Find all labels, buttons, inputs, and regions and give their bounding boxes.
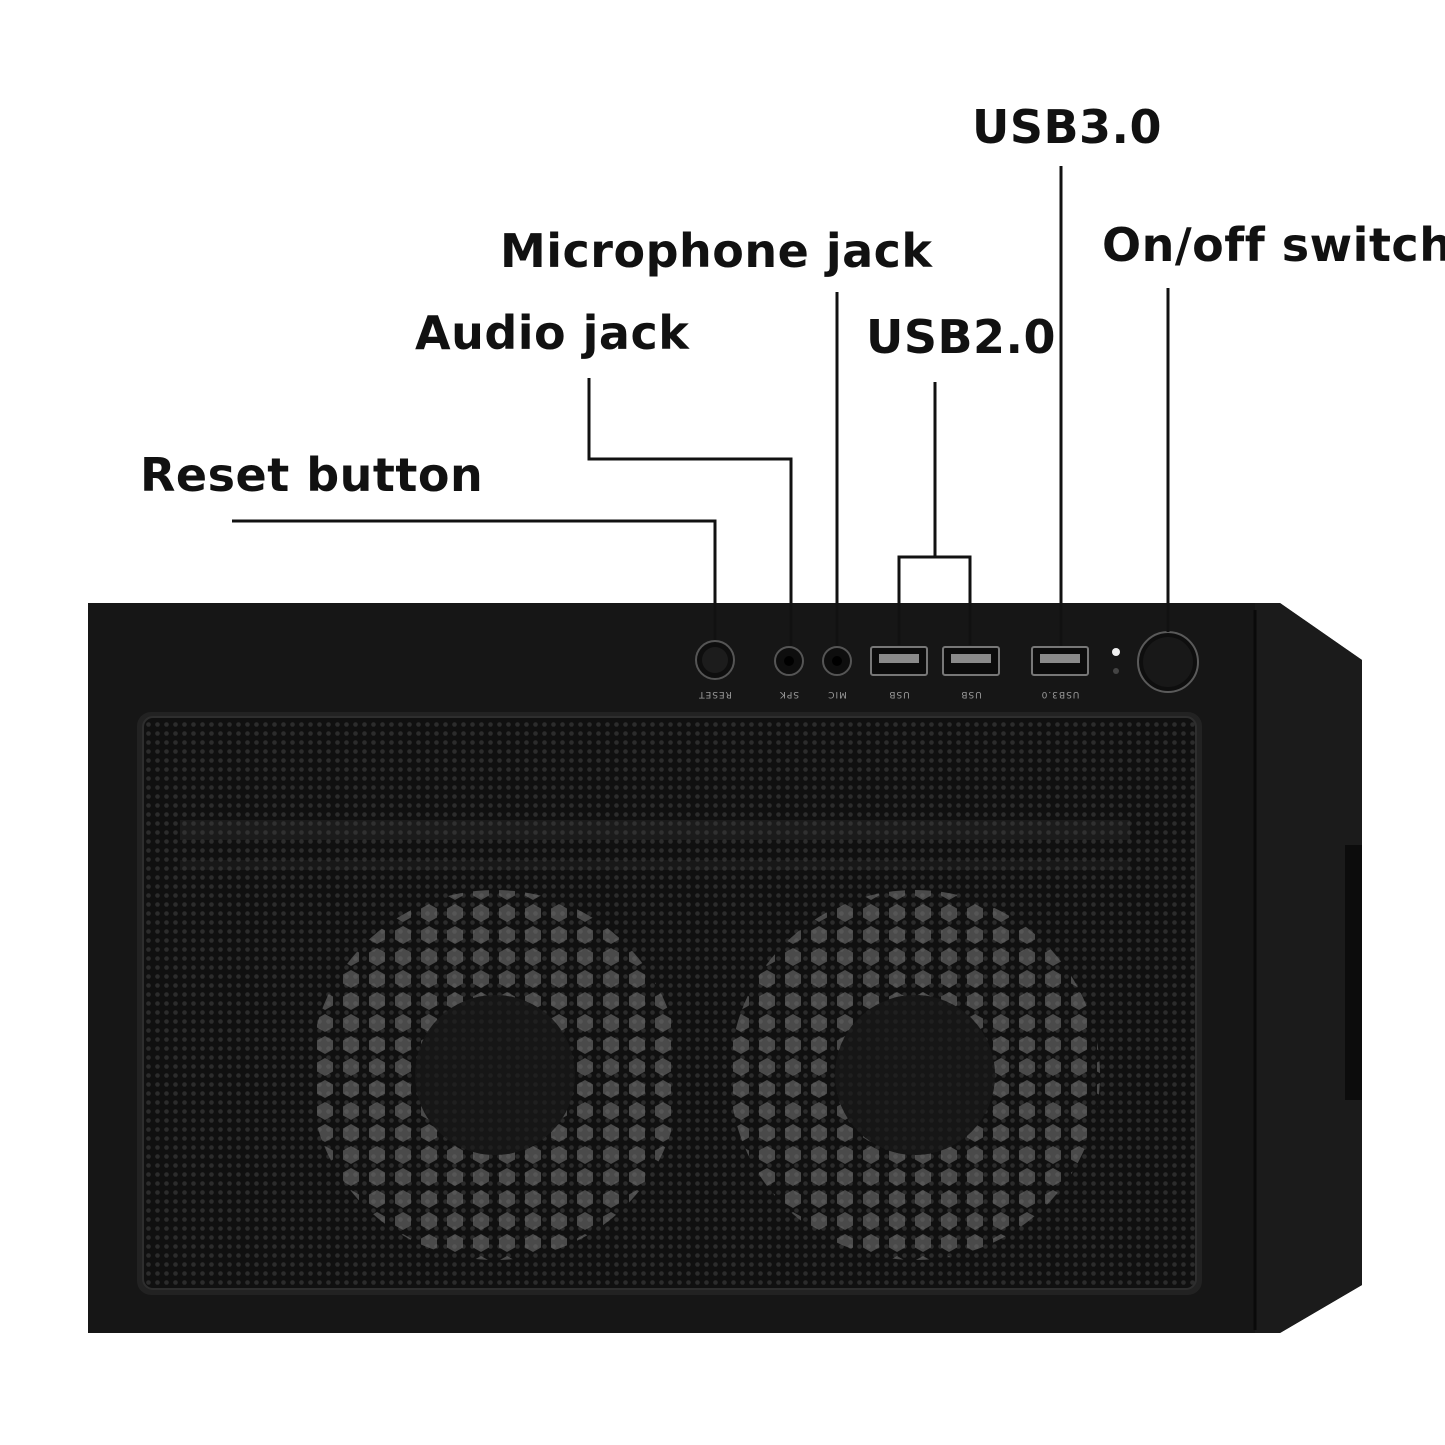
leader-lines xyxy=(232,166,1170,646)
label-usb2: USB2.0 xyxy=(866,310,1057,364)
status-led-icon xyxy=(1112,648,1120,674)
port-label-usb-a: USB xyxy=(888,689,909,699)
label-usb3: USB3.0 xyxy=(972,100,1163,154)
leader-line-usb2-split xyxy=(897,555,972,645)
usb2-port-a[interactable] xyxy=(870,646,928,676)
fan-left xyxy=(290,880,700,1270)
audio-jack[interactable] xyxy=(774,646,804,676)
label-audio-jack: Audio jack xyxy=(415,306,690,360)
usb3-port[interactable] xyxy=(1031,646,1089,676)
port-label-reset: RESET xyxy=(698,689,732,699)
leader-line-audio xyxy=(587,378,793,646)
label-reset-button: Reset button xyxy=(140,448,484,502)
label-microphone-jack: Microphone jack xyxy=(500,224,933,278)
port-label-usb-b: USB xyxy=(960,689,981,699)
power-button[interactable] xyxy=(1137,631,1199,693)
microphone-jack[interactable] xyxy=(822,646,852,676)
port-label-spk: SPK xyxy=(779,689,799,699)
reset-button[interactable] xyxy=(695,640,735,680)
port-label-mic: MIC xyxy=(827,689,847,699)
fan-right xyxy=(710,880,1120,1270)
usb2-port-b[interactable] xyxy=(942,646,1000,676)
label-power-switch: On/off switch xyxy=(1102,218,1445,272)
port-label-usb3: USB3.0 xyxy=(1041,689,1080,699)
leader-line-reset xyxy=(232,519,717,640)
